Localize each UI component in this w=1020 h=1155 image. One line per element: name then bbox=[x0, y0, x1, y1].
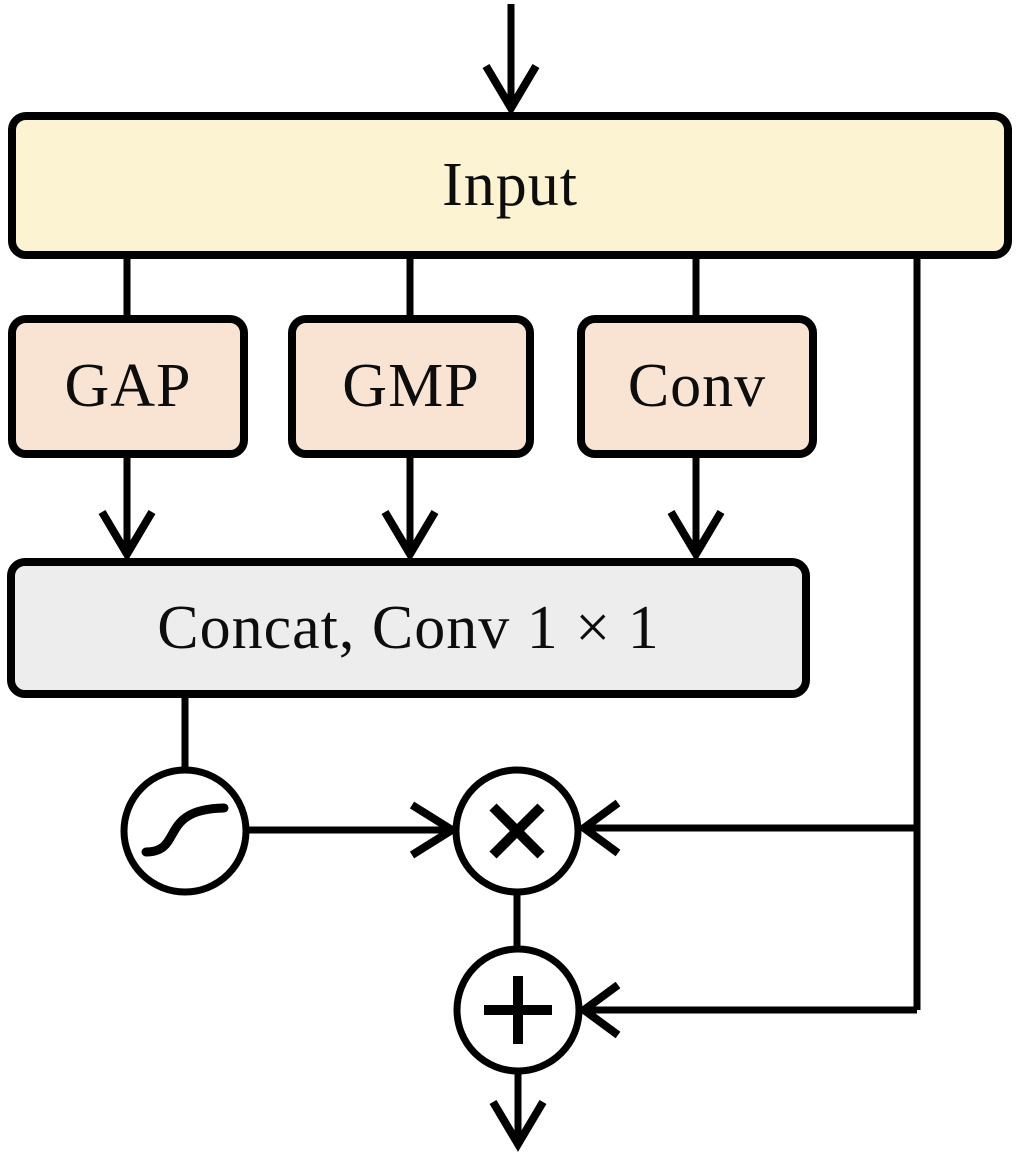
arrowhead-right-icon bbox=[409, 801, 460, 859]
sigmoid-circle bbox=[120, 766, 250, 896]
concat-conv-node: Concat, Conv 1 × 1 bbox=[7, 558, 810, 698]
multiply-cross-icon bbox=[489, 803, 545, 859]
multiply-operator bbox=[452, 766, 582, 896]
sigmoid-operator bbox=[120, 766, 250, 896]
input-node-label: Input bbox=[442, 151, 578, 219]
gap-node-label: GAP bbox=[64, 352, 192, 420]
edge-sigmoid-multiply bbox=[247, 801, 460, 859]
edge-external-input bbox=[482, 4, 540, 116]
arrowhead-down-icon bbox=[667, 509, 725, 562]
edge-skip-connection bbox=[577, 258, 921, 1039]
edge-gap-concat bbox=[98, 457, 156, 562]
arrowhead-down-icon bbox=[482, 63, 540, 116]
conv-node: Conv bbox=[577, 315, 817, 458]
arrowhead-down-icon bbox=[98, 509, 156, 562]
gap-node: GAP bbox=[8, 315, 248, 458]
gmp-node: GMP bbox=[288, 315, 534, 458]
edge-gmp-concat bbox=[381, 457, 439, 562]
arrowhead-down-icon bbox=[489, 1099, 547, 1152]
plus-icon bbox=[484, 976, 552, 1044]
edge-add-output bbox=[489, 1070, 547, 1152]
input-node: Input bbox=[8, 112, 1012, 259]
gmp-node-label: GMP bbox=[342, 352, 480, 420]
arrowhead-down-icon bbox=[381, 509, 439, 562]
arrowhead-left-icon bbox=[577, 981, 621, 1039]
concat-conv-node-label: Concat, Conv 1 × 1 bbox=[157, 593, 660, 662]
edge-conv-concat bbox=[667, 457, 725, 562]
conv-node-label: Conv bbox=[627, 352, 767, 420]
add-operator bbox=[453, 945, 583, 1075]
arrowhead-left-icon bbox=[577, 799, 621, 857]
sigmoid-curve-icon bbox=[141, 803, 229, 857]
